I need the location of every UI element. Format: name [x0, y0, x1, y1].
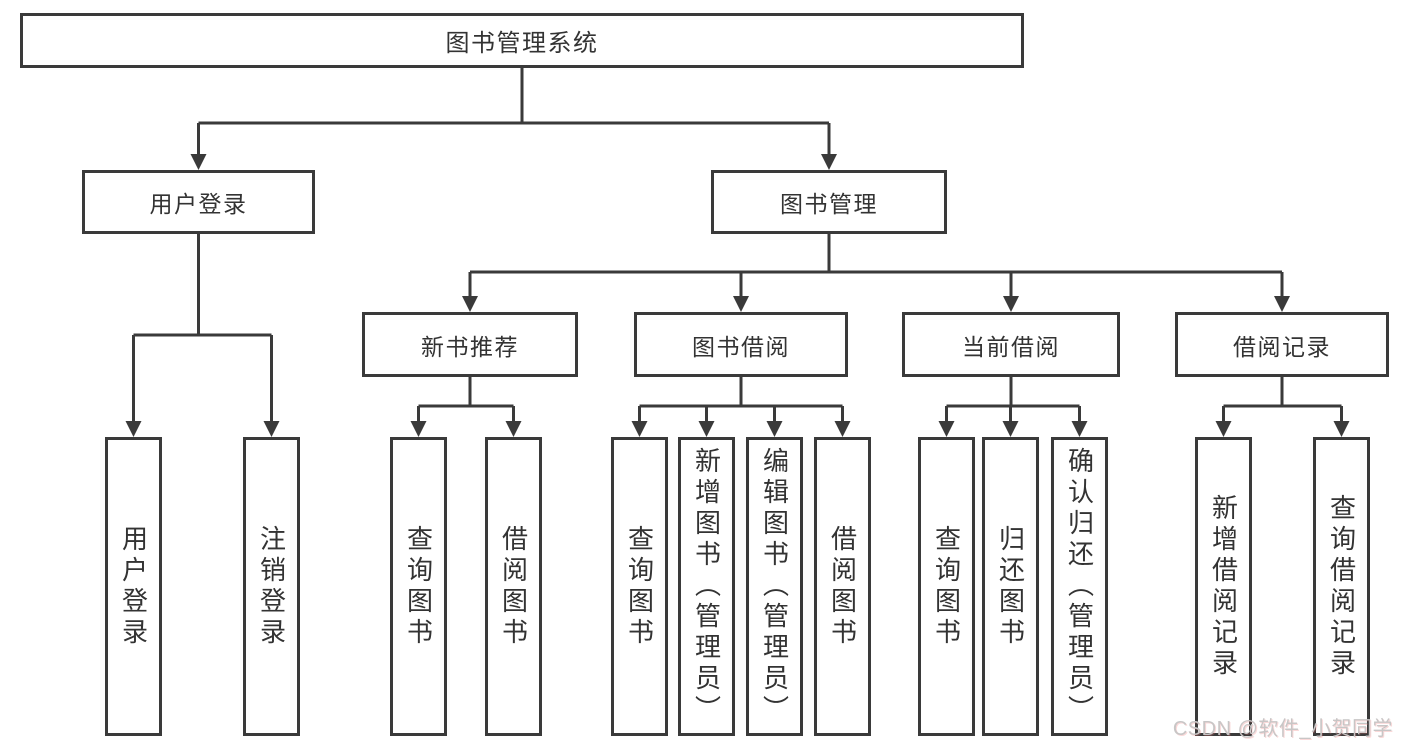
node-book-management: 图书管理 — [711, 170, 947, 234]
watermark: CSDN @软件_小贺同学 — [1172, 718, 1393, 740]
leaf-logout: 注销登录 — [243, 437, 300, 736]
node-new-book-recommendation-label: 新书推荐 — [421, 333, 519, 360]
leaf-borrow-books-borrowing-label: 借阅图书 — [827, 524, 858, 649]
leaf-confirm-return-admin: 确认归还（管理员） — [1051, 437, 1108, 736]
leaf-query-books-current: 查询图书 — [918, 437, 975, 736]
node-book-borrowing: 图书借阅 — [634, 312, 848, 377]
leaf-query-books-borrowing-label: 查询图书 — [624, 524, 655, 649]
node-new-book-recommendation: 新书推荐 — [362, 312, 578, 377]
leaf-return-book: 归还图书 — [982, 437, 1039, 736]
leaf-add-book-admin: 新增图书（管理员） — [678, 437, 735, 736]
node-user-login: 用户登录 — [82, 170, 315, 234]
leaf-query-books-borrowing: 查询图书 — [611, 437, 668, 736]
node-borrowing-records-label: 借阅记录 — [1233, 333, 1331, 360]
leaf-confirm-return-admin-label: 确认归还（管理员） — [1064, 447, 1095, 726]
node-book-borrowing-label: 图书借阅 — [692, 333, 790, 360]
node-current-borrowing-label: 当前借阅 — [962, 333, 1060, 360]
leaf-return-book-label: 归还图书 — [995, 524, 1026, 649]
leaf-edit-book-admin: 编辑图书（管理员） — [746, 437, 803, 736]
node-book-management-label: 图书管理 — [780, 191, 878, 217]
leaf-add-borrow-record-label: 新增借阅记录 — [1208, 493, 1239, 680]
leaf-query-borrow-record: 查询借阅记录 — [1313, 437, 1370, 736]
leaf-user-login-label: 用户登录 — [118, 524, 149, 649]
leaf-query-books-recommend: 查询图书 — [390, 437, 447, 736]
leaf-borrow-books-borrowing: 借阅图书 — [814, 437, 871, 736]
leaf-borrow-books-recommend: 借阅图书 — [485, 437, 542, 736]
leaf-query-books-current-label: 查询图书 — [931, 524, 962, 649]
leaf-query-books-recommend-label: 查询图书 — [403, 524, 434, 649]
arrowheads — [125, 154, 1350, 437]
leaf-logout-label: 注销登录 — [256, 524, 287, 649]
node-current-borrowing: 当前借阅 — [902, 312, 1120, 377]
node-user-login-label: 用户登录 — [149, 191, 248, 217]
leaf-user-login: 用户登录 — [105, 437, 162, 736]
node-library-system: 图书管理系统 — [20, 13, 1024, 68]
leaf-borrow-books-recommend-label: 借阅图书 — [498, 524, 529, 649]
leaf-edit-book-admin-label: 编辑图书（管理员） — [759, 447, 790, 726]
leaf-add-borrow-record: 新增借阅记录 — [1195, 437, 1252, 736]
leaf-add-book-admin-label: 新增图书（管理员） — [691, 447, 722, 726]
leaf-query-borrow-record-label: 查询借阅记录 — [1326, 493, 1357, 680]
node-borrowing-records: 借阅记录 — [1175, 312, 1389, 377]
node-library-system-label: 图书管理系统 — [445, 30, 599, 57]
